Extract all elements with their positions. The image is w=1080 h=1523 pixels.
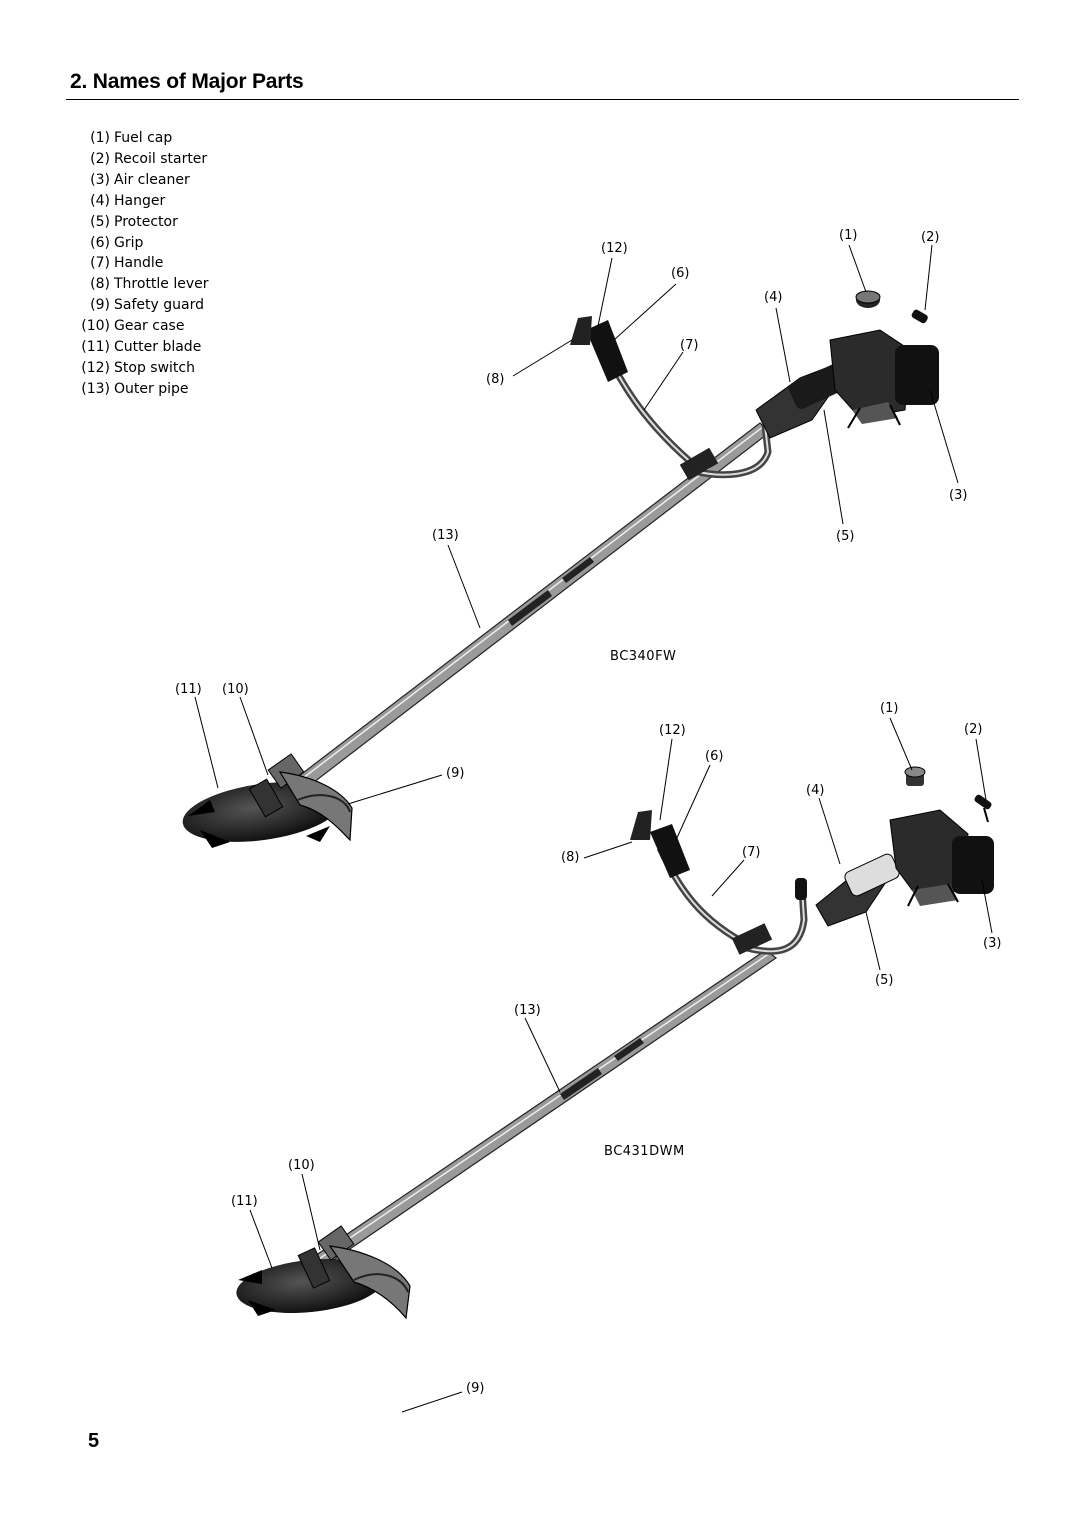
part-name: Cutter blade [114, 339, 202, 356]
callout-label: (5) [836, 529, 854, 544]
fuel-cap-illustration [855, 290, 881, 308]
leader-lines [249, 717, 993, 1413]
model-label: BC431DWM [604, 1144, 685, 1159]
heading-rule [66, 99, 1019, 100]
callout-label: (10) [222, 682, 249, 697]
part-number: (11) [81, 339, 110, 356]
part-number: (8) [90, 276, 110, 293]
cutter-blade-illustration [236, 1259, 384, 1316]
parts-list-item: (12)Stop switch [70, 358, 209, 379]
callout-label: (7) [680, 338, 698, 353]
model-label: BC340FW [610, 649, 676, 664]
parts-list-item: (9)Safety guard [70, 295, 209, 316]
safety-guard-illustration [328, 1245, 411, 1320]
callout-label: (12) [601, 241, 628, 256]
parts-list-item: (6)Grip [70, 233, 209, 254]
part-number: (1) [90, 130, 110, 146]
callout-label: (12) [659, 723, 686, 738]
callout-label: (11) [231, 1194, 258, 1209]
part-number: (4) [90, 192, 110, 209]
callout-label: (3) [949, 488, 967, 503]
callout-label: (9) [446, 766, 464, 781]
part-number: (5) [90, 213, 110, 230]
part-name: Hanger [114, 192, 166, 209]
callout-label: (9) [466, 1381, 484, 1396]
parts-list: (1)Fuel cap (2)Recoil starter (3)Air cle… [70, 128, 209, 400]
callout-label: (10) [288, 1158, 315, 1173]
recoil-starter-illustration [974, 794, 992, 823]
callout-label: (7) [742, 845, 760, 860]
part-name: Fuel cap [114, 130, 173, 146]
parts-list-item: (5)Protector [70, 212, 209, 233]
part-name: Gear case [114, 318, 185, 335]
part-number: (2) [90, 150, 110, 167]
grip-illustration [630, 810, 690, 878]
callout-label: (8) [486, 372, 504, 387]
callout-label: (13) [432, 528, 459, 543]
callout-labels: (1) (2) (3) (4) (5) (6) (7) (8) (9) (10)… [175, 228, 967, 781]
part-name: Air cleaner [114, 171, 190, 188]
grip-illustration [570, 316, 628, 382]
outer-pipe-illustration [311, 949, 778, 1269]
parts-list-item: (1)Fuel cap [70, 128, 209, 149]
callout-label: (13) [514, 1003, 541, 1018]
handle-illustration [596, 338, 772, 481]
outer-pipe-illustration [251, 422, 771, 823]
page-number: 5 [88, 1430, 100, 1452]
part-name: Recoil starter [114, 150, 208, 167]
gear-case-illustration [248, 753, 305, 818]
callout-label: (8) [561, 850, 579, 865]
parts-list-item: (3)Air cleaner [70, 170, 209, 191]
callout-labels: (1) (2) (3) (4) (5) (6) (7) (8) (9) (10)… [231, 701, 1001, 1396]
part-name: Outer pipe [114, 380, 189, 397]
part-name: Handle [114, 255, 164, 272]
part-number: (13) [81, 380, 110, 397]
parts-list-item: (10)Gear case [70, 316, 209, 337]
safety-guard-illustration [278, 771, 353, 842]
parts-list-item: (4)Hanger [70, 191, 209, 212]
leader-lines [194, 244, 959, 805]
part-number: (3) [90, 171, 110, 188]
callout-label: (1) [880, 701, 898, 716]
part-name: Protector [114, 213, 178, 230]
brush-cutter-bc431dwm: (1) (2) (3) (4) (5) (6) (7) (8) (9) (10)… [231, 701, 1001, 1413]
parts-list-item: (8)Throttle lever [70, 274, 209, 295]
callout-label: (5) [875, 973, 893, 988]
parts-list-item: (2)Recoil starter [70, 149, 209, 170]
recoil-starter-illustration [911, 309, 928, 324]
callout-label: (2) [921, 230, 939, 245]
parts-list-item: (13)Outer pipe [70, 379, 209, 400]
callout-label: (6) [705, 749, 723, 764]
callout-label: (3) [983, 936, 1001, 951]
part-number: (6) [90, 234, 110, 251]
engine-illustration [755, 329, 939, 439]
fuel-cap-illustration [904, 766, 926, 786]
parts-list-item: (11)Cutter blade [70, 337, 209, 358]
brush-cutter-bc340fw: (1) (2) (3) (4) (5) (6) (7) (8) (9) (10)… [175, 228, 967, 848]
part-number: (10) [81, 318, 110, 335]
section-heading: 2. Names of Major Parts [70, 70, 304, 93]
callout-label: (4) [764, 290, 782, 305]
callout-label: (4) [806, 783, 824, 798]
part-name: Stop switch [114, 359, 195, 376]
engine-illustration [815, 809, 994, 927]
callout-label: (1) [839, 228, 857, 243]
part-name: Throttle lever [114, 276, 209, 293]
part-number: (9) [90, 297, 110, 314]
part-name: Safety guard [114, 297, 204, 314]
part-number: (12) [81, 359, 110, 376]
parts-list-item: (7)Handle [70, 253, 209, 274]
callout-label: (6) [671, 266, 689, 281]
part-name: Grip [114, 234, 144, 251]
part-number: (7) [90, 255, 110, 272]
callout-label: (2) [964, 722, 982, 737]
callout-label: (11) [175, 682, 202, 697]
